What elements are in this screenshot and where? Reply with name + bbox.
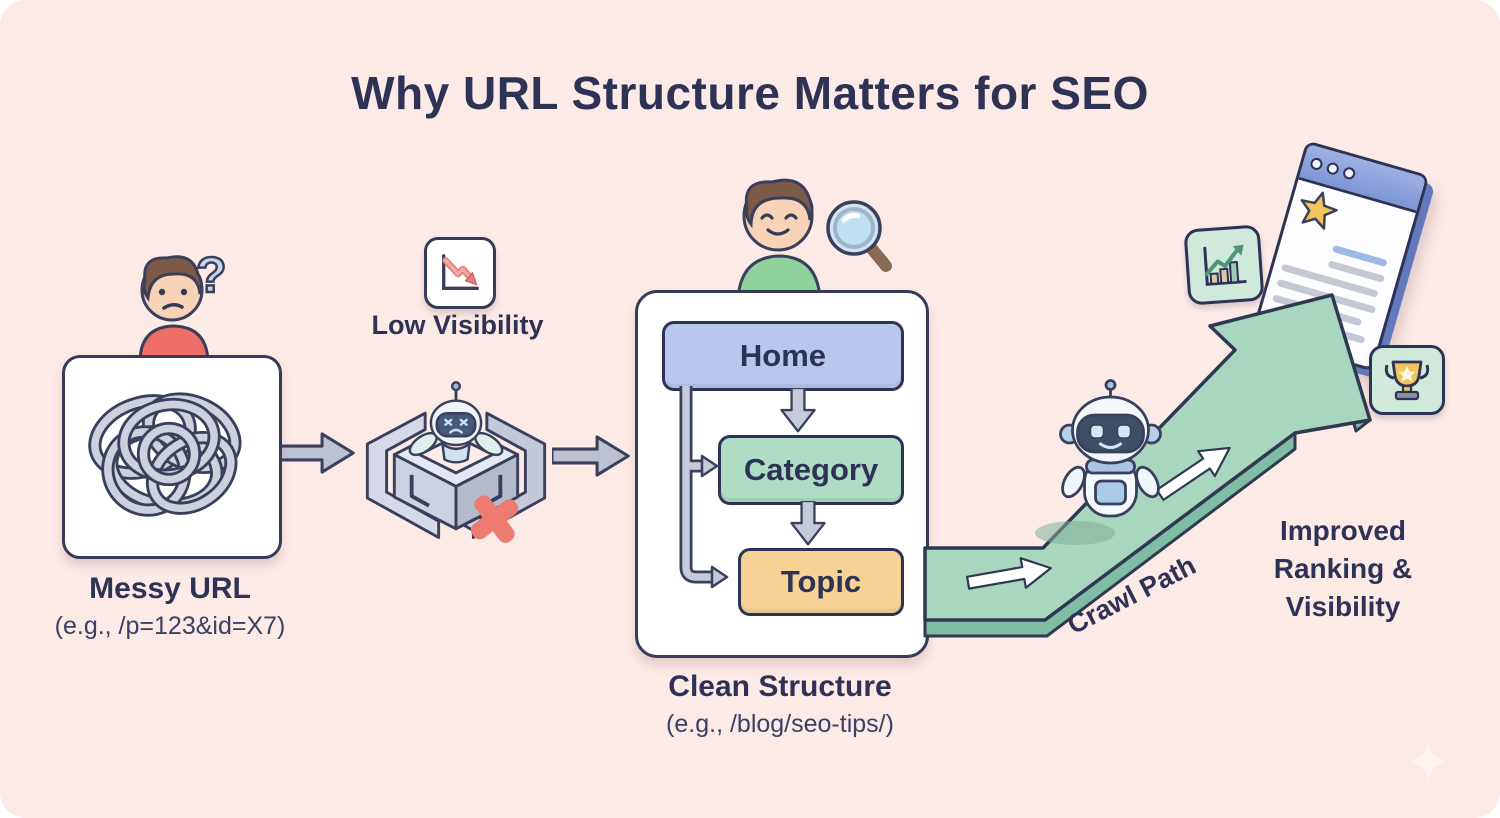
down-arrow-1	[778, 386, 818, 439]
improved-line-3: Visibility	[1285, 590, 1401, 622]
improved-line-1: Improved	[1279, 515, 1407, 546]
node-topic: Topic	[738, 548, 904, 616]
trophy-icon	[1384, 360, 1430, 401]
right-arrow-icon	[550, 435, 630, 477]
node-category-label: Category	[743, 452, 879, 487]
window-dot-icon	[1341, 165, 1357, 181]
confused-person-figure	[112, 250, 252, 364]
node-home: Home	[662, 321, 904, 391]
low-visibility-label: Low Visibility	[371, 310, 544, 340]
flow-arrow-2	[550, 427, 630, 490]
sparkle-icon: ✦	[1405, 731, 1452, 794]
star-icon	[1300, 191, 1338, 230]
messy-url-label: Messy URL	[89, 572, 251, 605]
messy-url-example: (e.g., /p=123&id=X7)	[54, 612, 286, 640]
improved-line-2: Ranking &	[1273, 552, 1413, 584]
clean-structure-example: (e.g., /blog/seo-tips/)	[666, 710, 894, 738]
maze-trapped-robot-icon	[365, 381, 547, 543]
page-title: Why URL Structure Matters for SEO	[351, 67, 1149, 119]
down-arrow-icon	[780, 386, 816, 433]
magnifying-glass-icon	[826, 200, 892, 272]
confused-person-icon	[138, 255, 210, 364]
growth-chart-icon	[1203, 244, 1247, 286]
path-arrow-icon	[965, 557, 1052, 590]
path-arrow-icon	[1155, 446, 1231, 501]
flow-arrow-1	[275, 424, 355, 487]
right-arrow-icon	[275, 432, 355, 474]
low-visibility-badge	[424, 237, 496, 309]
branch-connector-icon	[679, 386, 729, 589]
clean-structure-panel: Home Category Topic	[635, 290, 929, 658]
declining-chart-icon	[442, 254, 479, 291]
window-dot-icon	[1309, 156, 1324, 172]
red-x-icon	[470, 495, 519, 543]
node-home-label: Home	[739, 338, 827, 373]
messy-url-box	[62, 355, 282, 559]
happy-person-figure	[720, 170, 900, 302]
clean-structure-label: Clean Structure	[668, 670, 892, 703]
down-arrow-icon	[790, 499, 826, 546]
happy-searcher-icon	[736, 178, 892, 302]
growth-chart-badge	[1183, 224, 1265, 306]
crawler-robot-icon	[1059, 379, 1162, 518]
down-arrow-2	[788, 499, 828, 552]
tangled-knot-icon	[88, 392, 242, 517]
crawler-robot-figure	[1048, 378, 1173, 533]
maze-figure	[350, 372, 562, 575]
browser-window	[1250, 140, 1430, 372]
node-topic-label: Topic	[780, 564, 862, 599]
node-category: Category	[718, 435, 904, 505]
trophy-badge	[1369, 345, 1445, 415]
question-mark-icon: ?	[195, 246, 228, 305]
improved-ranking-label: Improved Ranking & Visibility	[1238, 512, 1448, 625]
window-dot-icon	[1325, 161, 1341, 177]
